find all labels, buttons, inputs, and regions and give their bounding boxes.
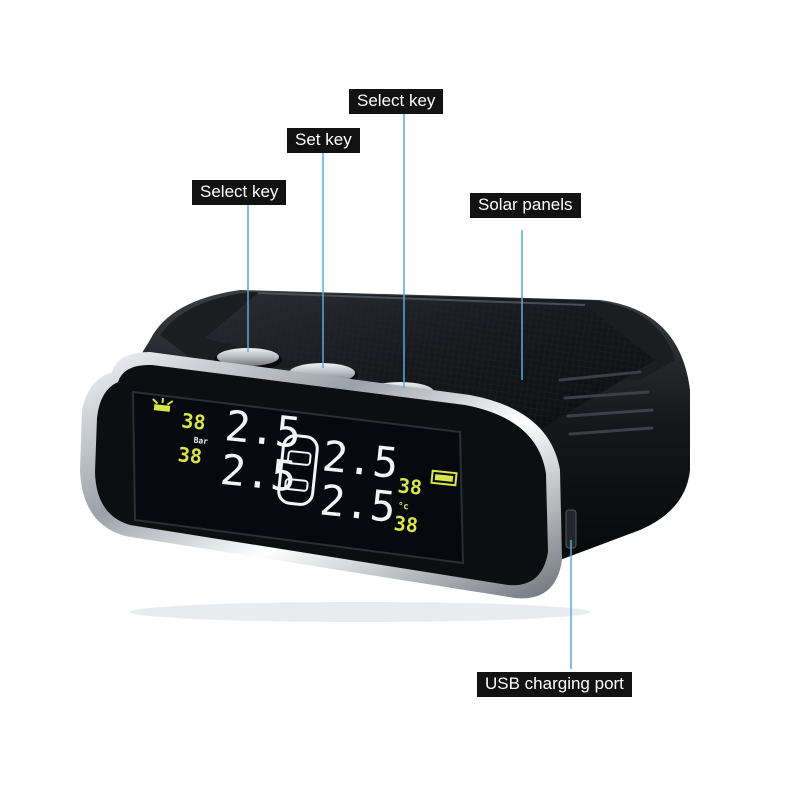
- leader-lines: [247, 113, 572, 669]
- right-rear-temp: 38: [393, 511, 419, 537]
- device-shadow: [130, 602, 590, 622]
- sun-indicator-icon: [152, 397, 174, 412]
- select-key-left-callout: Select key: [192, 180, 287, 205]
- right-front-temp: 38: [397, 473, 423, 499]
- solar-panels-callout: Solar panels: [470, 193, 581, 218]
- usb-charging-port-callout: USB charging port: [477, 672, 632, 697]
- pressure-unit-label: Bar: [193, 436, 208, 446]
- left-rear-temp: 38: [177, 442, 203, 468]
- rear-right-pressure: 2.5: [317, 475, 398, 532]
- vent-slots: [558, 370, 654, 436]
- temp-unit-label: °c: [397, 501, 409, 512]
- solar-panel: [205, 292, 655, 433]
- rear-left-pressure: 2.5: [218, 445, 299, 502]
- car-icon: [277, 434, 319, 506]
- battery-icon: [430, 469, 458, 487]
- left-front-temp: 38: [180, 408, 206, 434]
- set-key-callout: Set key: [287, 128, 360, 153]
- lcd-display: 38 Bar 38 2.5 2.5 2.5 2.5 38 °c 38: [131, 390, 465, 565]
- select-key-top-callout: Select key: [349, 89, 444, 114]
- front-left-pressure: 2.5: [223, 401, 304, 458]
- front-right-pressure: 2.5: [320, 431, 401, 488]
